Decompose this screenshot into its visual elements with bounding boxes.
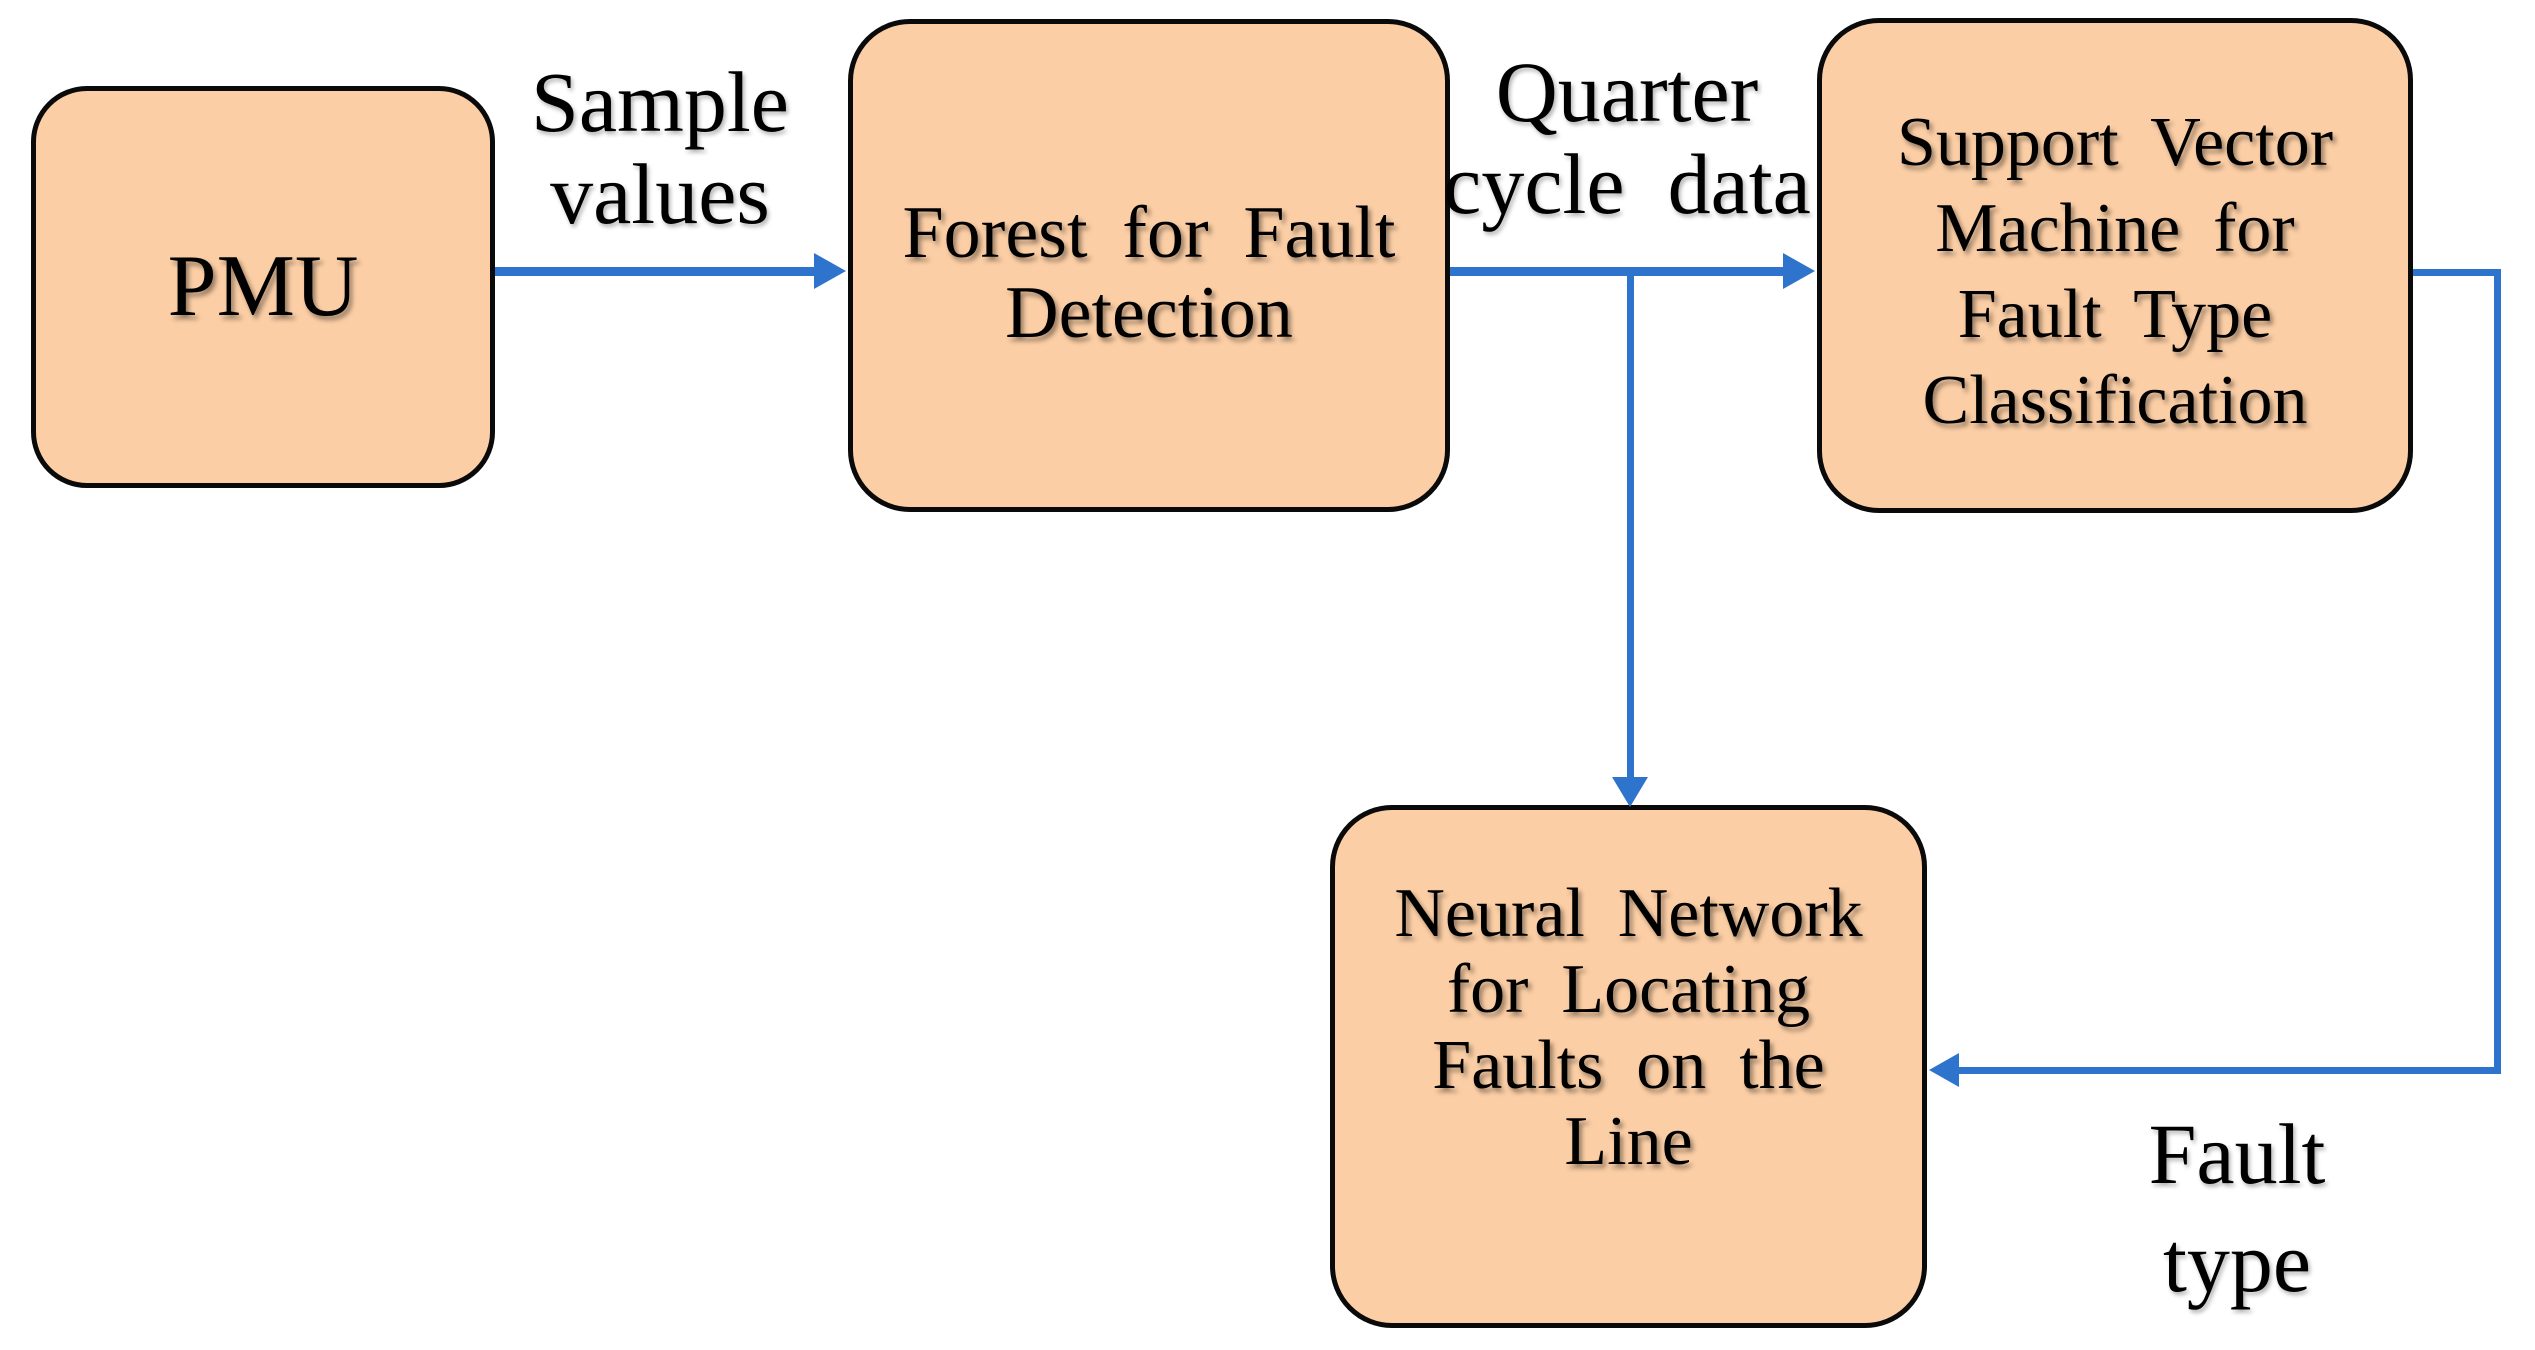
arrow-svm-to-nn-segment-bottom [1956,1067,2501,1074]
edge-label-sample-line2: values [550,146,770,242]
edge-label-fault-type-line2: type [2162,1214,2312,1310]
node-nn-label-line2: for Locating [1446,950,1811,1028]
arrow-svm-to-nn-segment-top [2413,269,2501,276]
edge-label-sample-values: Sample values [470,56,850,240]
edge-label-quarter-line1: Quarter [1495,44,1759,140]
arrow-svm-to-nn-head-icon [1929,1053,1959,1087]
edge-label-quarter-line2: cycle data [1443,136,1811,232]
node-svm-label-line1: Support Vector [1896,103,2333,181]
edge-label-quarter-cycle-data: Quarter cycle data [1427,46,1827,230]
edge-label-fault-type: Fault type [2037,1100,2437,1316]
arrow-forest-to-svm-shaft [1450,267,1786,276]
arrow-branch-to-nn-shaft [1627,271,1634,777]
node-svm-fault-classification: Support Vector Machine for Fault Type Cl… [1817,18,2413,513]
node-forest-label-line1: Forest for Fault [902,191,1396,274]
arrow-branch-to-nn-head-icon [1612,777,1648,807]
edge-label-fault-type-line1: Fault [2148,1106,2326,1202]
arrow-pmu-to-forest-head-icon [814,253,846,289]
arrow-svm-to-nn-segment-right [2494,269,2501,1074]
node-pmu: PMU [31,86,495,488]
arrow-forest-to-svm-head-icon [1783,253,1815,289]
node-nn-label-line4: Line [1564,1102,1693,1180]
node-neural-network-fault-location: Neural Network for Locating Faults on th… [1330,805,1927,1328]
node-nn-label-line3: Faults on the [1432,1026,1825,1104]
node-svm-label-line2: Machine for [1935,189,2295,267]
node-svm-label-line4: Classification [1922,361,2308,439]
node-nn-label-line1: Neural Network [1394,874,1863,952]
arrow-pmu-to-forest-shaft [495,267,817,276]
node-forest-label-line2: Detection [1005,271,1293,354]
node-pmu-label: PMU [167,238,359,335]
edge-label-sample-line1: Sample [531,54,789,150]
node-forest-fault-detection: Forest for Fault Detection [848,19,1450,512]
node-svm-label-line3: Fault Type [1957,275,2273,353]
